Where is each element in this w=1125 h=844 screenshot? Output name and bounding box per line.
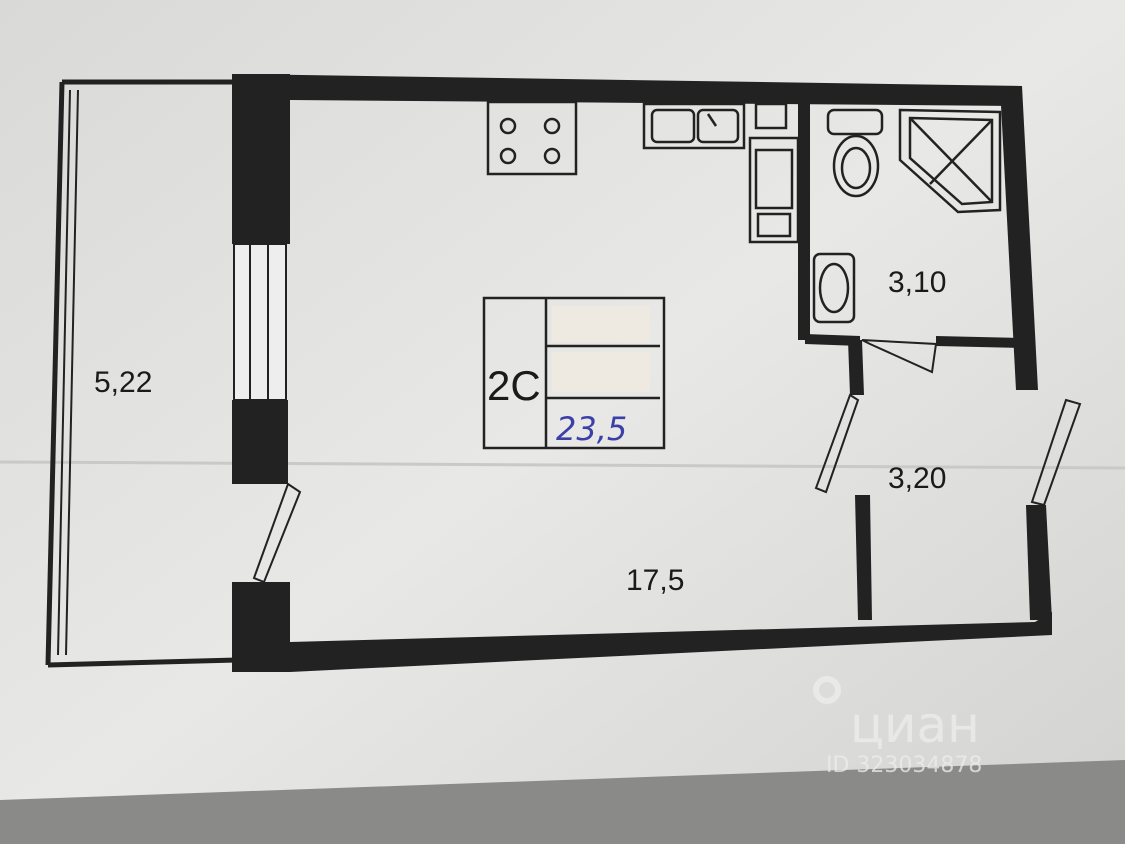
balcony-area-label: 5,22: [94, 366, 152, 399]
apartment-type-label: 2С: [487, 362, 541, 409]
fridge-icon: [748, 102, 800, 244]
toilet-icon: [826, 108, 884, 198]
cian-logo-watermark: циан ID 323034878: [813, 676, 982, 778]
outer-walls: [232, 74, 1052, 672]
paper-fold: [0, 460, 1125, 470]
balcony: [45, 79, 238, 668]
watermark-brand: циан: [850, 696, 980, 754]
paper-edge-shadow: [0, 760, 1125, 844]
doors: [252, 339, 1082, 584]
kitchen-sink-icon: [642, 102, 746, 150]
shower-icon: [898, 108, 1002, 214]
window: [233, 243, 287, 401]
stove-icon: [486, 100, 578, 176]
bathroom-area-label: 3,10: [888, 266, 946, 299]
hall-area-label: 3,20: [888, 462, 946, 495]
washbasin-icon: [812, 252, 856, 324]
watermark-id: ID 323034878: [826, 753, 982, 778]
apartment-info-box: [482, 296, 666, 450]
room-area-label: 17,5: [626, 564, 684, 597]
total-area-handwritten: 23,5: [556, 410, 627, 448]
